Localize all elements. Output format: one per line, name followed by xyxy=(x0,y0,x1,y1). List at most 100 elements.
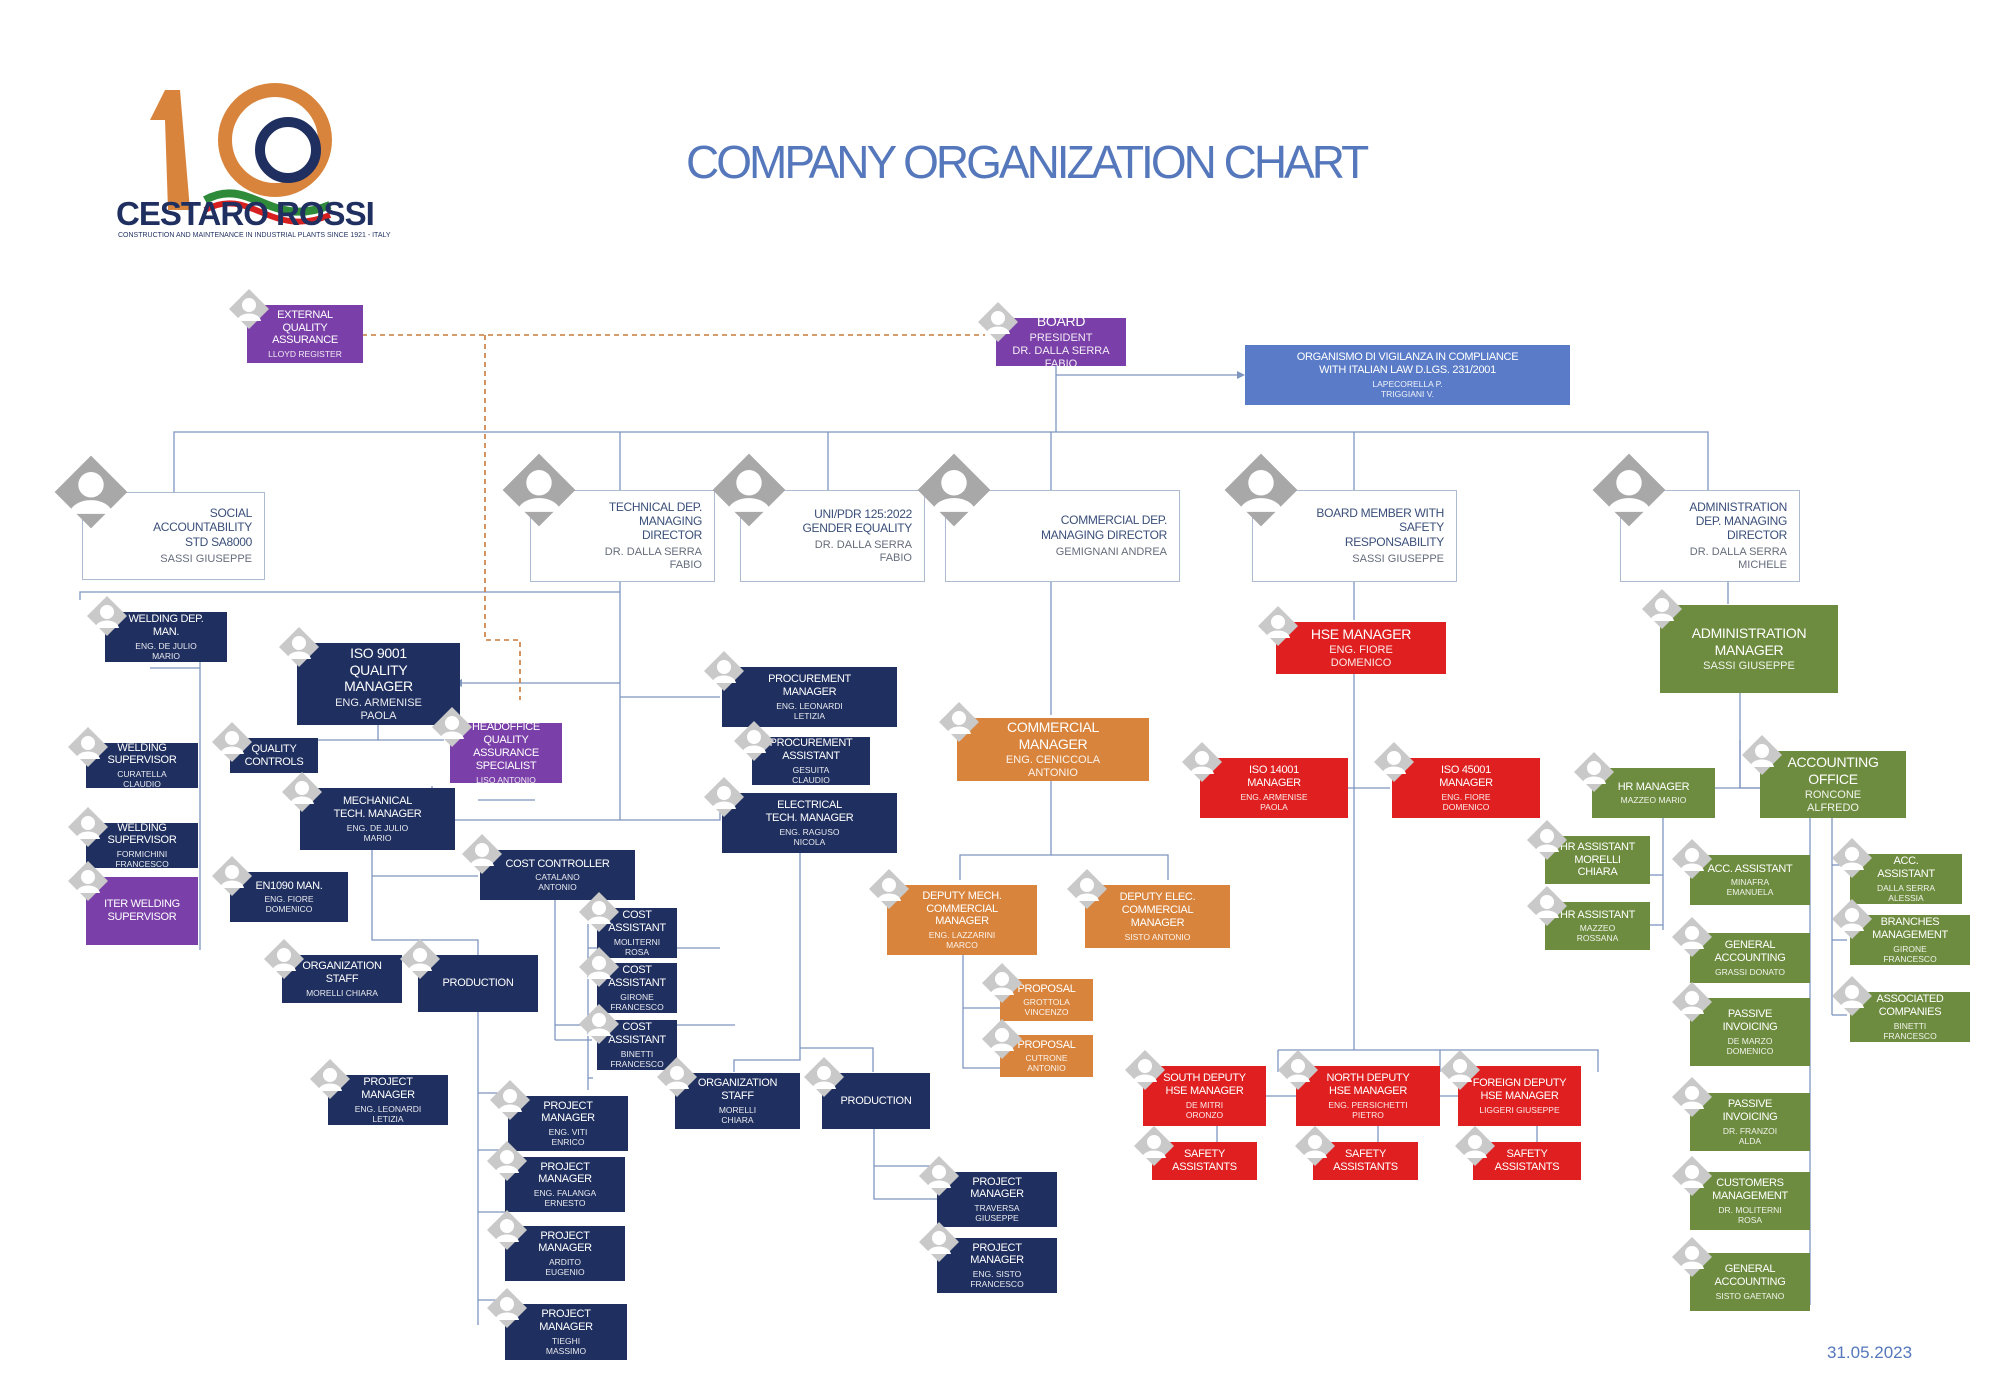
avatar-icon xyxy=(575,1002,623,1051)
avatar-icon xyxy=(1523,818,1571,867)
node-subtitle: DALLA SERRA ALESSIA xyxy=(1876,882,1936,903)
node-title: BRANCHES MANAGEMENT xyxy=(1872,916,1948,941)
avatar-icon xyxy=(1451,1124,1499,1173)
avatar-icon xyxy=(978,1017,1026,1066)
org-node-production2: PRODUCTION xyxy=(822,1073,930,1129)
node-title: ISO 14001 MANAGER xyxy=(1247,764,1301,789)
node-title: SAFETY ASSISTANTS xyxy=(1333,1148,1398,1173)
node-title: ACC. ASSISTANT xyxy=(1707,862,1793,875)
company-logo xyxy=(150,83,332,225)
node-subtitle: MORELLI CHIARA xyxy=(718,1104,757,1125)
node-title: ORGANIZATION STAFF xyxy=(302,960,382,985)
node-subtitle: SISTO GAETANO xyxy=(1715,1290,1785,1301)
avatar-icon xyxy=(83,594,131,643)
node-subtitle: ENG. FIORE DOMENICO xyxy=(1441,791,1491,812)
node-subtitle: BINETTI FRANCESCO xyxy=(1883,1020,1937,1041)
avatar-icon xyxy=(1828,974,1876,1023)
node-subtitle: CURATELLA CLAUDIO xyxy=(117,769,167,788)
node-subtitle: GIRONE FRANCESCO xyxy=(1883,943,1937,964)
avatar-icon xyxy=(1274,1048,1322,1097)
node-title: PROCUREMENT MANAGER xyxy=(768,673,851,698)
org-node-production1: PRODUCTION xyxy=(418,955,538,1012)
node-subtitle: LISO ANTONIO xyxy=(476,774,536,783)
org-node-weld-sup1: WELDING SUPERVISOR CURATELLA CLAUDIO xyxy=(86,743,198,788)
node-subtitle: GEMIGNANI ANDREA xyxy=(1055,545,1167,558)
avatar-icon xyxy=(483,1286,531,1335)
avatar-icon xyxy=(1291,1124,1339,1173)
avatar-icon xyxy=(1828,836,1876,885)
node-title: TECHNICAL DEP. MANAGING DIRECTOR xyxy=(608,499,702,543)
avatar-icon xyxy=(208,720,256,769)
connector xyxy=(1051,854,1169,880)
node-title: QUALITY CONTROLS xyxy=(244,742,304,768)
node-title: ADMINISTRATION DEP. MANAGING DIRECTOR xyxy=(1689,499,1787,543)
avatar-icon xyxy=(1121,1048,1169,1097)
node-subtitle: SASSI GIUSEPPE xyxy=(1352,552,1444,565)
node-subtitle: GIRONE FRANCESCO xyxy=(610,991,664,1012)
node-title: COST ASSISTANT xyxy=(608,909,666,934)
org-node-iter-weld: ITER WELDING SUPERVISOR xyxy=(86,877,198,945)
node-subtitle: ENG. LEONARDI LETIZIA xyxy=(776,700,843,721)
avatar-icon xyxy=(1570,750,1618,799)
node-title: SAFETY ASSISTANTS xyxy=(1494,1148,1560,1173)
avatar-icon xyxy=(1738,733,1786,782)
avatar-icon xyxy=(64,725,112,774)
node-title: WELDING SUPERVISOR xyxy=(107,743,177,767)
node-title: COMMERCIAL DEP. MANAGING DIRECTOR xyxy=(1040,513,1167,542)
node-subtitle: ENG. ARMENISE PAOLA xyxy=(1240,791,1308,812)
avatar-icon xyxy=(64,805,112,854)
avatar-icon xyxy=(704,450,794,535)
node-subtitle: ENG. LAZZARINI MARCO xyxy=(928,930,996,951)
node-subtitle: DE MITRI ORONZO xyxy=(1185,1099,1224,1120)
avatar-icon xyxy=(275,625,323,674)
avatar-icon xyxy=(306,1057,354,1106)
connector xyxy=(1056,431,1709,490)
node-title: PRODUCTION xyxy=(840,1094,912,1107)
avatar-icon xyxy=(225,287,273,336)
avatar-icon xyxy=(700,649,748,698)
node-subtitle: GESUITA CLAUDIO xyxy=(792,764,830,785)
org-node-acc-a1: ACC. ASSISTANT MINAFRA EMANUELA xyxy=(1690,855,1810,905)
org-node-safety3: SAFETY ASSISTANTS xyxy=(1473,1142,1581,1180)
node-subtitle: CUTRONE ANTONIO xyxy=(1025,1053,1068,1074)
connector xyxy=(800,1047,874,1072)
node-subtitle: MINAFRA EMANUELA xyxy=(1726,877,1774,898)
node-title: HR ASSISTANT xyxy=(1559,908,1636,921)
avatar-icon xyxy=(800,1055,848,1104)
avatar-icon xyxy=(909,450,999,535)
avatar-icon xyxy=(653,1055,701,1104)
node-title: SAFETY ASSISTANTS xyxy=(1172,1148,1237,1173)
node-subtitle: LAPECORELLA P. TRIGGIANI V. xyxy=(1372,378,1443,399)
avatar-icon xyxy=(278,770,326,819)
avatar-icon xyxy=(1436,1048,1484,1097)
node-subtitle: DR. MOLITERNI ROSA xyxy=(1718,1204,1782,1225)
connector xyxy=(1440,1049,1599,1072)
connector xyxy=(873,1102,938,1200)
node-subtitle: DR. DALLA SERRA FABIO xyxy=(814,539,912,565)
node-title: PROJECT MANAGER xyxy=(538,1160,592,1186)
avatar-icon xyxy=(458,832,506,881)
node-title: PASSIVE INVOICING xyxy=(1722,1008,1778,1033)
avatar-icon xyxy=(1370,740,1418,789)
node-subtitle: RONCONE ALFREDO xyxy=(1804,789,1862,815)
connector xyxy=(733,808,801,1072)
avatar-icon xyxy=(396,937,444,986)
node-title: BOARD xyxy=(1036,318,1086,330)
